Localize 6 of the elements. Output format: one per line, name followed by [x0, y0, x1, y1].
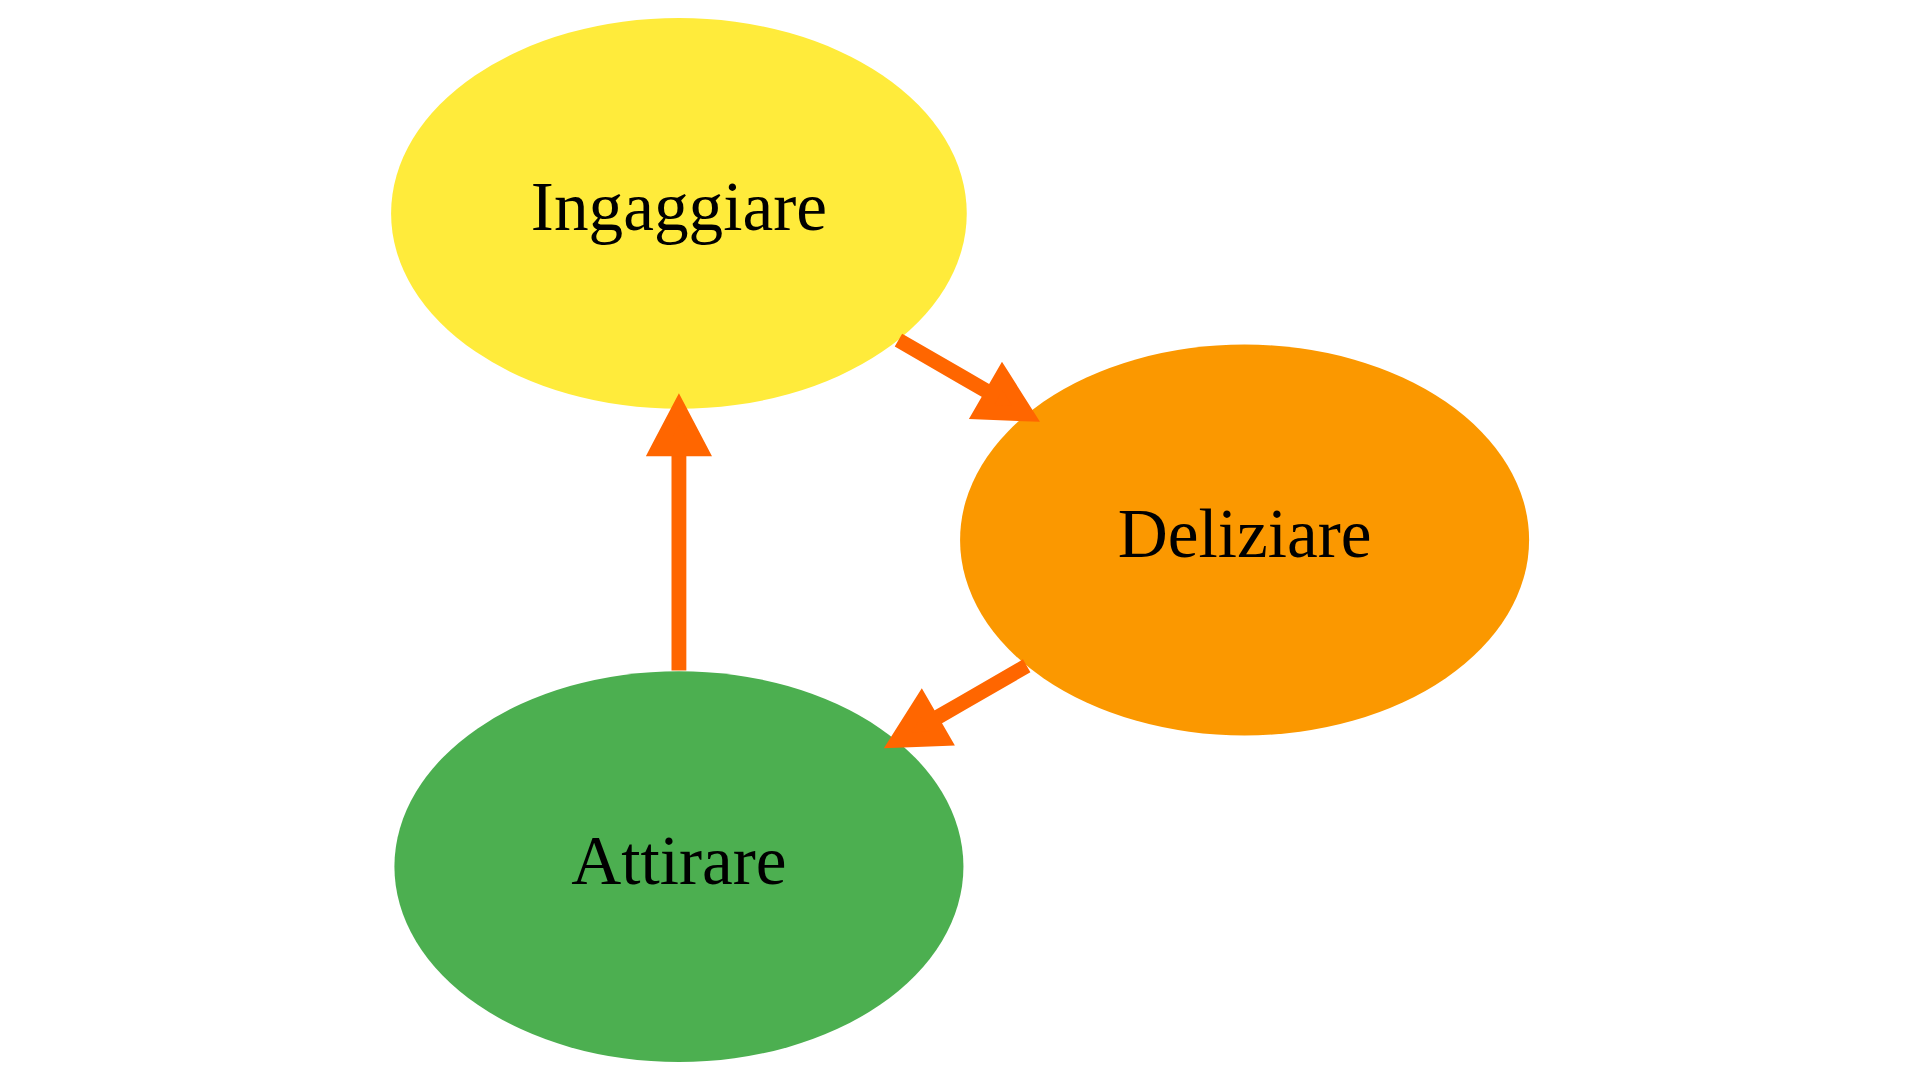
node-ellipse: Attirare	[394, 671, 964, 1063]
arrow	[645, 393, 712, 671]
arrow	[894, 333, 1040, 422]
node-ellipse: Deliziare	[960, 344, 1530, 736]
arrow	[883, 659, 1031, 749]
node-ellipse: Ingaggiare	[391, 17, 967, 409]
